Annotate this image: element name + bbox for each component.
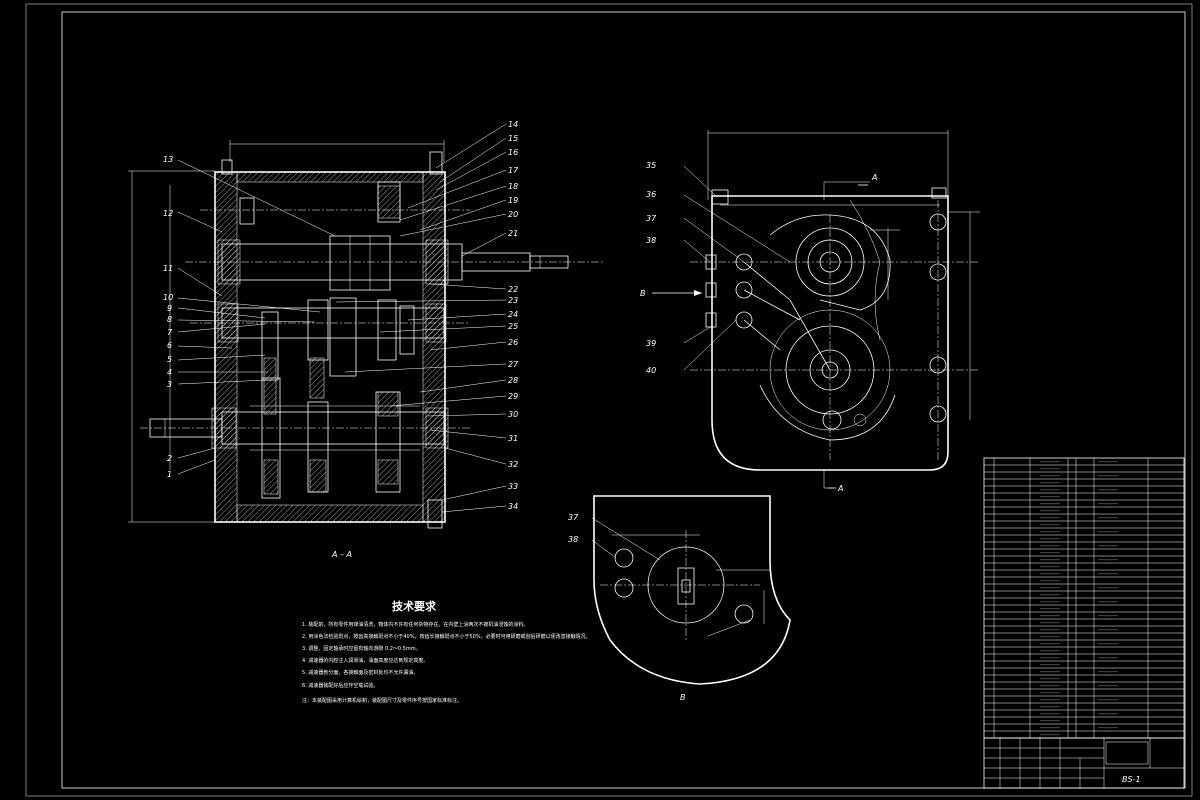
callout-label: 33 — [508, 482, 518, 491]
tech-requirement-item: 1. 装配前，所有零件用煤油清洗，箱体内不许有任何杂物存在。在内壁上涂两次不被机… — [302, 621, 528, 628]
callout-label: 15 — [508, 134, 518, 143]
callout-label: 18 — [508, 182, 518, 191]
callout-label: 22 — [508, 285, 518, 294]
callout-label: 40 — [646, 366, 656, 375]
callout-label: 1 — [167, 470, 172, 479]
callout-label: 31 — [508, 434, 518, 443]
side-view-callouts: 35 36 37 38 39 40 — [646, 161, 657, 375]
title-block — [983, 737, 1185, 789]
callout-label: 14 — [508, 120, 518, 129]
callout-label: 11 — [163, 264, 173, 273]
tech-requirement-item: 3. 调整、固定轴承时应留有轴向游隙 0.2～0.5mm。 — [302, 645, 421, 652]
callout-label: 12 — [163, 209, 173, 218]
detail-view-callouts: 37 38 — [568, 513, 579, 544]
callout-label: 3 — [167, 380, 172, 389]
callout-label: 23 — [508, 296, 518, 305]
section-view-a-a — [128, 123, 605, 529]
bill-of-materials-table — [983, 457, 1185, 739]
detail-view-b — [591, 495, 791, 685]
callout-label: 30 — [508, 410, 518, 419]
callout-label: 17 — [508, 166, 519, 175]
callout-label: 10 — [163, 293, 173, 302]
callout-label: 36 — [646, 190, 656, 199]
tech-requirement-note: 注：本装配图采用计算机绘制，装配图尺寸及零件序号按国家标准标注。 — [302, 697, 462, 704]
callout-label: 19 — [508, 196, 518, 205]
tech-requirement-item: 4. 减速器的内腔注入润滑油，油面高度应达到规定高度。 — [302, 657, 428, 664]
callout-label: 16 — [508, 148, 518, 157]
callout-label: 38 — [568, 535, 578, 544]
callout-label: 20 — [508, 210, 518, 219]
callout-label: 26 — [508, 338, 518, 347]
callout-label: 25 — [508, 322, 518, 331]
callout-label: 5 — [167, 355, 172, 364]
tech-requirement-item: 2. 用涂色法检验斑点，按齿高接触斑点不小于40%，按齿长接触斑点不小于50%，… — [302, 633, 591, 640]
callout-label: 37 — [568, 513, 579, 522]
section-right-callouts: 14 15 16 17 18 19 20 21 22 23 24 25 26 2… — [508, 120, 519, 511]
technical-requirements: 技术要求 1. 装配前，所有零件用煤油清洗，箱体内不许有任何杂物存在。在内壁上涂… — [302, 599, 591, 704]
callout-label: 9 — [167, 304, 172, 313]
callout-label: 32 — [508, 460, 518, 469]
view-arrow-b-label: B — [640, 289, 646, 298]
callout-label: 7 — [167, 328, 173, 337]
view-arrow-a-top-label: A — [871, 173, 877, 182]
outer-border — [25, 3, 1193, 797]
inner-frame — [61, 11, 1186, 789]
detail-view-label: B — [680, 693, 686, 702]
callout-label: 34 — [508, 502, 518, 511]
callout-label: 37 — [646, 214, 657, 223]
callout-label: 21 — [508, 229, 518, 238]
callout-label: 28 — [508, 376, 518, 385]
tech-requirement-item: 5. 减速器剖分面、各接触面及密封处均不允许漏油。 — [302, 669, 418, 676]
callout-label: 13 — [163, 155, 173, 164]
tech-requirement-item: 6. 减速器装配好后应作空载试验。 — [302, 682, 378, 689]
callout-label: 24 — [508, 310, 518, 319]
callout-label: 27 — [508, 360, 519, 369]
callout-label: 4 — [167, 368, 172, 377]
drawing-number: BS-1 — [1122, 775, 1141, 784]
callout-label: 6 — [167, 341, 172, 350]
callout-label: 8 — [167, 315, 172, 324]
callout-label: 38 — [646, 236, 656, 245]
section-label: A – A — [331, 550, 352, 559]
view-arrow-a-bottom-label: A — [837, 484, 843, 493]
section-left-callouts: 13 12 11 10 9 8 7 6 5 4 3 2 1 — [163, 155, 173, 479]
callout-label: 35 — [646, 161, 656, 170]
side-view — [652, 130, 980, 489]
tech-requirements-title: 技术要求 — [392, 599, 437, 613]
callout-label: 2 — [167, 454, 172, 463]
callout-label: 29 — [508, 392, 518, 401]
callout-label: 39 — [646, 339, 656, 348]
